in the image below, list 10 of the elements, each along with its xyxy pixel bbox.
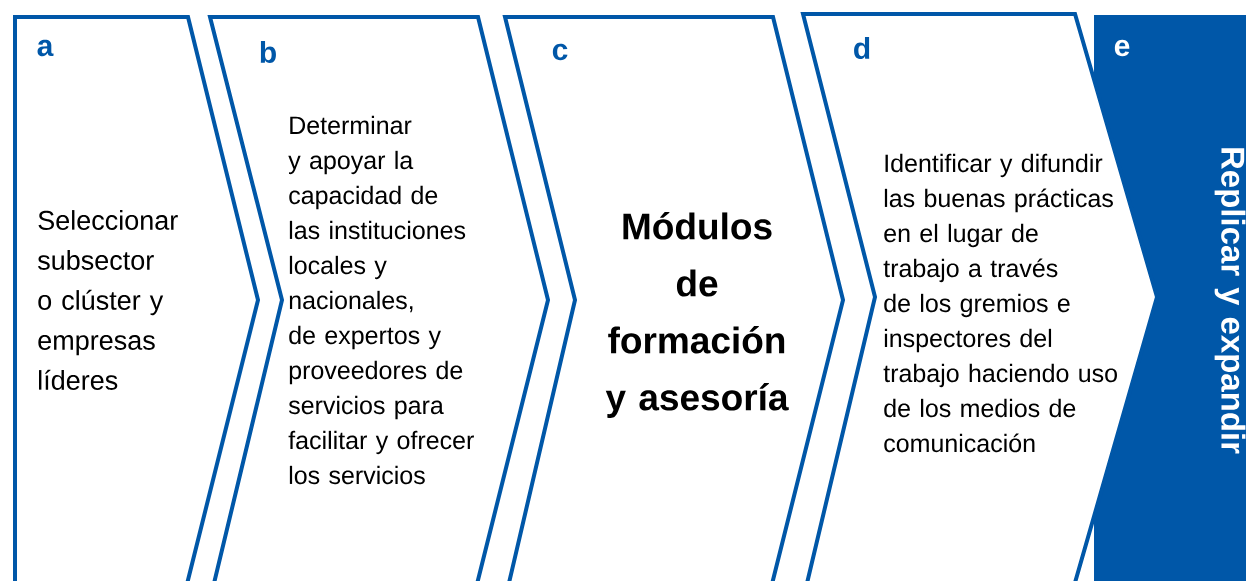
step-text: Determinar y apoyar la capacidad de las instituciones locales y nacionales, de expertos y proveedores de servicios para facilitar y ofrecer los servicios <box>288 115 474 485</box>
step-letter: a <box>37 39 54 57</box>
step-text: Módulos de formación y asesoría <box>605 212 789 418</box>
step-text: Identificar y difundir las buenas prácticas en el lugar de trabajo a través de los gremios e inspectores del trabajo haciendo uso de los medios de comunicación <box>883 153 1117 453</box>
step-letter: d <box>854 37 870 59</box>
step-text: Seleccionar subsector o clúster y empresas líderes <box>37 210 178 390</box>
step-letter: b <box>260 41 276 63</box>
step-letter: c <box>552 43 568 61</box>
step-text: Replicar y expandir <box>1214 148 1246 454</box>
step-letter: e <box>1114 39 1130 57</box>
